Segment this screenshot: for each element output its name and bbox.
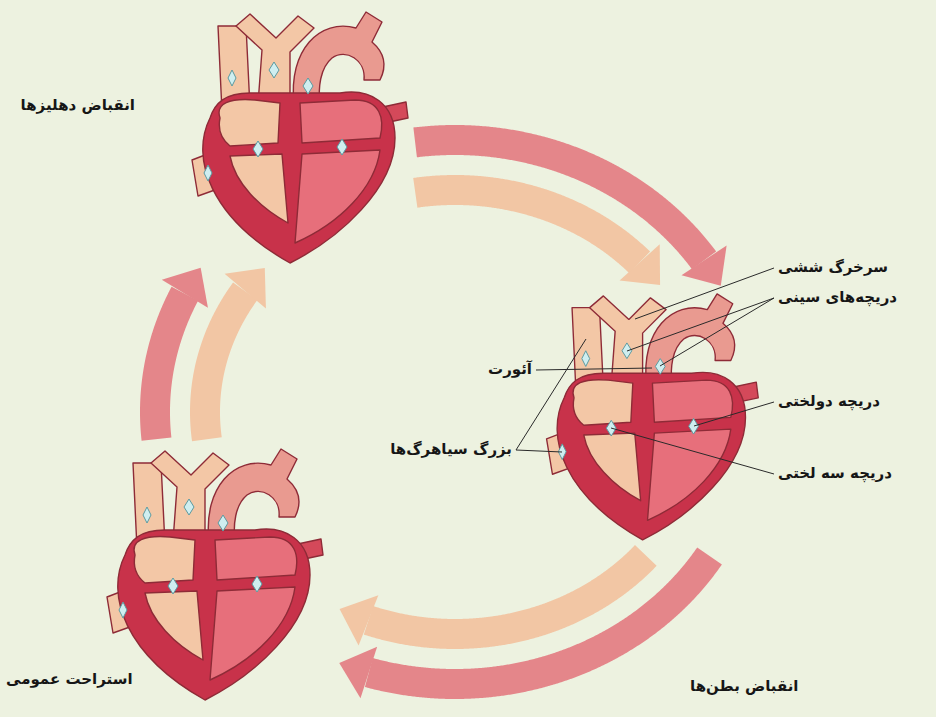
arrow-head [225, 268, 266, 309]
arrow-head [340, 595, 379, 645]
part-label: سرخرگ ششی [778, 258, 888, 278]
cycle-arrow [415, 140, 726, 286]
arrow-head [620, 244, 660, 285]
leader-line [516, 339, 586, 450]
arrow-band [369, 556, 710, 684]
arrow-band [155, 294, 185, 439]
leader-line [611, 428, 774, 474]
leader-line [694, 402, 774, 426]
heart-stage: انقباض بطن‌ها [525, 285, 760, 555]
stage-label: انقباض بطن‌ها [690, 677, 799, 697]
heart-stage: انقباض دهلیزها [165, 8, 415, 268]
leader-line [516, 450, 562, 452]
leader-line [536, 368, 652, 370]
leader-line [635, 268, 774, 319]
stage-label: استراحت عمومی [6, 670, 133, 690]
arrow-band [205, 291, 245, 439]
arrow-band [415, 190, 639, 262]
stage-label: انقباض دهلیزها [21, 96, 135, 116]
leader-line [627, 298, 774, 351]
part-label: دریچه دولختی [778, 392, 880, 412]
arrow-head [339, 647, 377, 698]
heart-drawing [547, 294, 759, 540]
part-label: دریچه سه لختی [778, 464, 892, 484]
arrow-band [368, 555, 645, 634]
heart-drawing [107, 449, 323, 700]
arrow-head [681, 246, 726, 286]
leader-line [660, 298, 774, 366]
part-label: دریچه‌های سینی [778, 288, 897, 308]
cycle-arrow [155, 268, 266, 439]
cycle-arrow [339, 555, 709, 698]
heart-stage: استراحت عمومی [70, 440, 340, 710]
part-label: بزرگ سیاهرگ‌ها [390, 440, 512, 460]
part-label: آئورت [488, 360, 532, 380]
heart-drawing [192, 12, 408, 263]
arrow-head [162, 268, 208, 308]
